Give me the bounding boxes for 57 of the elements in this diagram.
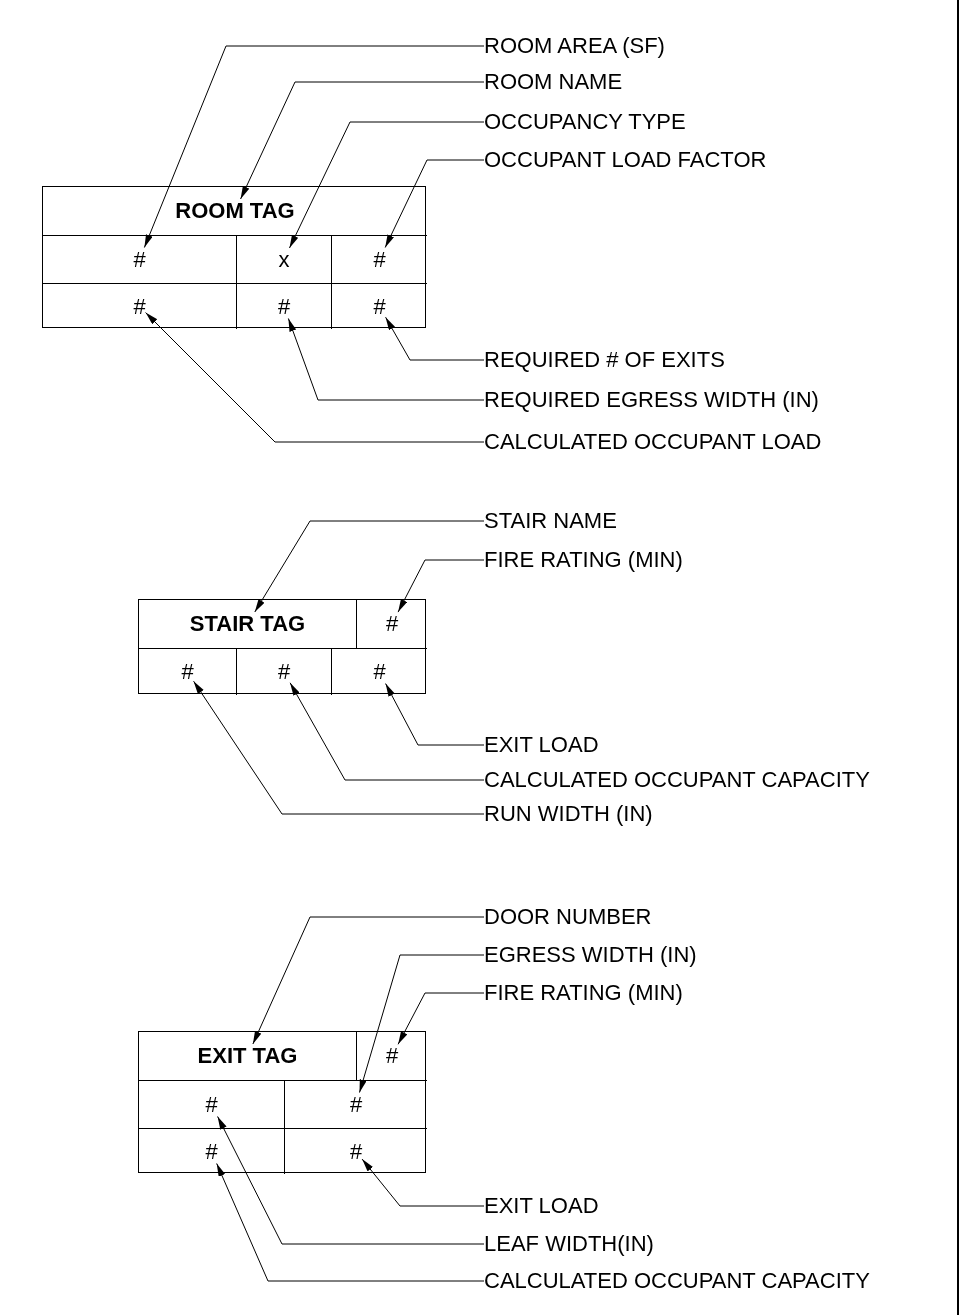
- callout-label: EXIT LOAD: [484, 732, 599, 758]
- leader-line: [385, 683, 485, 746]
- callout-label: REQUIRED EGRESS WIDTH (IN): [484, 387, 819, 413]
- callout-label: RUN WIDTH (IN): [484, 801, 653, 827]
- leader-line: [385, 316, 485, 361]
- cell-value: #: [133, 247, 146, 272]
- cell-value: #: [373, 294, 386, 319]
- tag-table: [138, 1031, 426, 1173]
- cell-value: #: [277, 660, 291, 684]
- cell-value: #: [349, 1139, 363, 1164]
- tag-table: [138, 599, 426, 694]
- cell-value: #: [385, 612, 399, 636]
- callout-label: CALCULATED OCCUPANT CAPACITY: [484, 1268, 870, 1294]
- table-title: STAIR TAG: [189, 612, 306, 636]
- cell-value: #: [133, 294, 146, 319]
- leader-line: [384, 159, 485, 248]
- callout-label: OCCUPANT LOAD FACTOR: [484, 147, 767, 173]
- leader-line: [289, 682, 485, 781]
- leader-line: [216, 1163, 485, 1282]
- callout-label: STAIR NAME: [484, 508, 617, 534]
- cell-value: #: [385, 1044, 399, 1068]
- callout-label: FIRE RATING (MIN): [484, 547, 683, 573]
- leader-line: [397, 559, 485, 613]
- table-title: ROOM TAG: [175, 199, 295, 223]
- callout-label: LEAF WIDTH(IN): [484, 1231, 654, 1257]
- callout-label: FIRE RATING (MIN): [484, 980, 683, 1006]
- callout-label: CALCULATED OCCUPANT LOAD: [484, 429, 822, 455]
- table-title: EXIT TAG: [197, 1044, 298, 1068]
- leader-line: [289, 121, 485, 249]
- callout-label: OCCUPANCY TYPE: [484, 109, 686, 135]
- cell-value: x: [278, 247, 290, 272]
- leader-line: [193, 680, 485, 815]
- callout-label: REQUIRED # OF EXITS: [484, 347, 725, 373]
- callout-label: ROOM NAME: [484, 69, 623, 95]
- leader-line: [252, 916, 485, 1045]
- callout-label: EXIT LOAD: [484, 1193, 599, 1219]
- cell-value: #: [373, 247, 386, 272]
- leader-line: [143, 45, 485, 248]
- leader-line: [397, 992, 485, 1045]
- leader-line: [145, 312, 485, 443]
- cell-value: #: [373, 660, 386, 684]
- leader-line: [287, 318, 485, 401]
- cell-value: #: [205, 1092, 218, 1117]
- leader-line: [359, 954, 485, 1093]
- leader-line: [217, 1116, 485, 1245]
- cell-value: #: [349, 1092, 363, 1117]
- callout-label: DOOR NUMBER: [484, 904, 652, 930]
- leader-line: [361, 1158, 485, 1207]
- tag-table: [42, 186, 426, 328]
- leader-line: [240, 81, 485, 200]
- callout-label: EGRESS WIDTH (IN): [484, 942, 697, 968]
- cell-value: #: [277, 294, 291, 319]
- cell-value: #: [205, 1139, 218, 1164]
- callout-label: ROOM AREA (SF): [484, 33, 665, 59]
- cell-value: #: [181, 660, 194, 684]
- leader-line: [254, 520, 485, 613]
- callout-label: CALCULATED OCCUPANT CAPACITY: [484, 767, 870, 793]
